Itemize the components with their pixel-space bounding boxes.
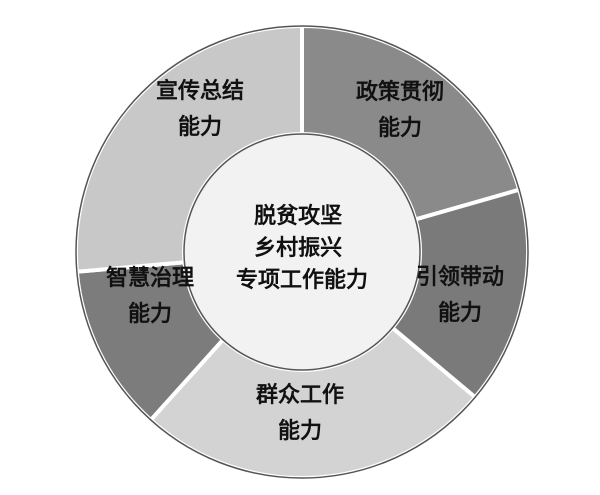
segment-label-leadership: 引领带动能力 (416, 264, 504, 326)
segment-label-leadership-line-1: 引领带动 (416, 264, 504, 290)
segment-label-publicity: 宣传总结能力 (156, 78, 244, 140)
segment-label-public-work: 群众工作能力 (256, 382, 344, 444)
center-label-line-1: 脱贫攻坚 (254, 203, 342, 229)
center-label: 脱贫攻坚 乡村振兴 专项工作能力 (236, 203, 368, 293)
segment-label-publicity-line-2: 能力 (178, 114, 222, 140)
segment-label-policy-implementation-line-2: 能力 (378, 115, 422, 141)
segment-label-policy-implementation-line-1: 政策贯彻 (356, 79, 444, 105)
center-label-line-2: 乡村振兴 (254, 236, 342, 261)
segment-label-smart-governance-line-1: 智慧治理 (106, 265, 194, 291)
center-label-line-3: 专项工作能力 (236, 267, 368, 293)
segment-label-publicity-line-1: 宣传总结 (156, 78, 244, 104)
segment-label-smart-governance: 智慧治理能力 (106, 265, 194, 327)
segment-label-policy-implementation: 政策贯彻能力 (356, 79, 444, 141)
center-circle (183, 133, 421, 371)
segment-label-leadership-line-2: 能力 (438, 300, 482, 326)
segment-label-public-work-line-1: 群众工作 (256, 382, 344, 408)
segment-label-public-work-line-2: 能力 (278, 418, 322, 444)
segment-label-smart-governance-line-2: 能力 (128, 301, 172, 327)
outer-ring-outline (75, 25, 529, 479)
